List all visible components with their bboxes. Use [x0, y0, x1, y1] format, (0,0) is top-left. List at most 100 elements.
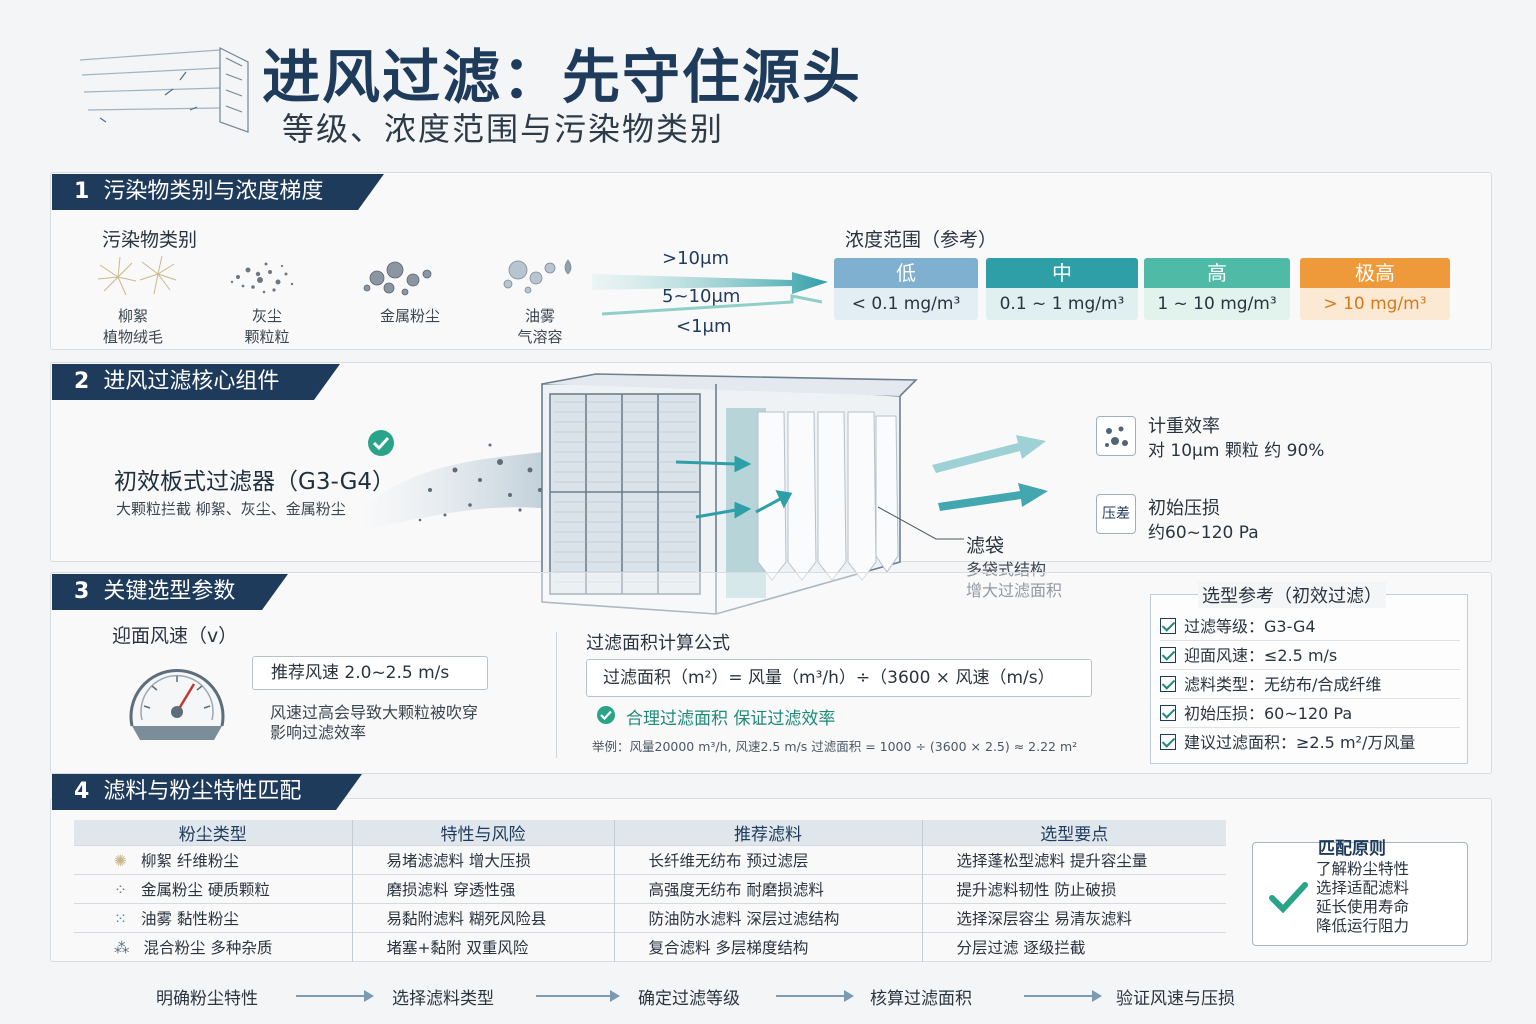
- recommended-velocity: 推荐风速 2.0~2.5 m/s: [252, 656, 488, 690]
- bag-callout-line: [877, 506, 964, 540]
- table-row: ⁂混合粉尘 多种杂质 堵塞+黏附 双重风险 复合滤料 多层梯度结构 分层过滤 逐…: [74, 932, 1226, 962]
- bag-line2: 增大过滤面积: [966, 581, 1063, 600]
- checkbox-icon: [1160, 734, 1176, 750]
- section-2-title: 进风过滤核心组件: [103, 369, 280, 394]
- velocity-label: 迎面风速（v）: [112, 625, 238, 647]
- page-subtitle: 等级、浓度范围与污染物类别: [282, 110, 725, 148]
- level-low: 低 < 0.1 mg/m³: [834, 258, 978, 320]
- fluff-icon: ✺: [114, 852, 127, 870]
- primary-filter-name: 初效板式过滤器（G3-G4）: [114, 469, 396, 495]
- selection-reference-card: [1150, 594, 1468, 764]
- pressure-value: 约60~120 Pa: [1148, 523, 1259, 543]
- pollutant-name: 油雾: [524, 307, 555, 325]
- oil-mist-icon: [488, 250, 588, 302]
- flow-step-2: 选择滤料类型: [392, 989, 494, 1009]
- ref-item: 建议过滤面积：≥2.5 m²/万风量: [1160, 728, 1460, 757]
- ref-item: 过滤等级：G3-G4: [1160, 612, 1460, 641]
- check-icon: [368, 430, 394, 456]
- willow-fluff-icon: [88, 252, 188, 302]
- check-icon: [1269, 882, 1308, 914]
- dust-filter-matrix: 粉尘类型 特性与风险 推荐滤料 选型要点 ✺柳絮 纤维粉尘 易堵滤滤料 增大压损…: [74, 820, 1226, 962]
- principle-item: 了解粉尘特性: [1316, 860, 1410, 878]
- size-label: >10μm: [662, 248, 729, 269]
- ref-item: 初始压损：60~120 Pa: [1160, 699, 1460, 728]
- formula-title: 过滤面积计算公式: [586, 633, 730, 654]
- checkbox-icon: [1160, 618, 1176, 634]
- efficiency-icon: [1096, 416, 1136, 456]
- air-inlet-sketch: [79, 47, 249, 133]
- principle-title: 匹配原则: [1318, 839, 1386, 859]
- flow-step-4: 核算过滤面积: [870, 989, 972, 1009]
- pollutant-desc: 气溶容: [517, 328, 563, 346]
- size-label: 5~10μm: [662, 286, 741, 307]
- pollutant-label: 污染物类别: [102, 229, 198, 251]
- size-label: <1μm: [676, 316, 732, 337]
- pollutant-name: 柳絮: [117, 307, 148, 325]
- level-high: 高 1 ~ 10 mg/m³: [1144, 258, 1290, 320]
- formula-example: 举例：风量20000 m³/h, 风速2.5 m/s 过滤面积 = 1000 ÷…: [592, 739, 1078, 754]
- velocity-warning-2: 影响过滤效率: [270, 723, 367, 742]
- checkbox-icon: [1160, 676, 1176, 692]
- flow-arrow: [536, 990, 620, 1002]
- flow-step-1: 明确粉尘特性: [156, 989, 258, 1009]
- bag-line1: 多袋式结构: [966, 560, 1047, 579]
- section-4-title: 滤料与粉尘特性匹配: [103, 779, 302, 804]
- matching-principle-card: [1252, 842, 1468, 946]
- flow-step-5: 验证风速与压损: [1116, 989, 1235, 1009]
- principle-item: 降低运行阻力: [1316, 917, 1410, 935]
- oil-mist-icon: ⁙: [114, 910, 127, 928]
- velocity-gauge-icon: [129, 669, 225, 740]
- level-medium: 中 0.1 ~ 1 mg/m³: [986, 258, 1138, 320]
- section-3-title: 关键选型参数: [103, 579, 236, 604]
- concentration-levels: 低 < 0.1 mg/m³ 中 0.1 ~ 1 mg/m³ 高 1 ~ 10 m…: [834, 258, 1454, 320]
- pollutant-desc: 植物绒毛: [102, 328, 163, 346]
- flow-arrow: [1024, 990, 1102, 1002]
- dust-particles-icon: [218, 252, 308, 302]
- efficiency-value: 对 10μm 颗粒 约 90%: [1148, 441, 1325, 461]
- divider: [556, 632, 557, 758]
- concentration-label: 浓度范围（参考）: [845, 229, 998, 251]
- principle-list: 了解粉尘特性 选择适配滤料 延长使用寿命 降低运行阻力: [1316, 860, 1409, 936]
- efficiency-title: 计重效率: [1148, 416, 1220, 437]
- size-gradient-arrows: [592, 272, 828, 316]
- formula-note: 合理过滤面积 保证过滤效率: [626, 709, 836, 729]
- column-header: 选型要点: [922, 820, 1226, 846]
- bag-filter-unit-illustration: [541, 373, 918, 615]
- checkbox-icon: [1160, 647, 1176, 663]
- page-title: 进风过滤：先守住源头: [262, 43, 863, 111]
- principle-item: 选择适配滤料: [1316, 879, 1410, 897]
- column-header: 粉尘类型: [74, 820, 353, 846]
- checkbox-icon: [1160, 705, 1176, 721]
- section-1-title: 污染物类别与浓度梯度: [103, 179, 324, 204]
- selection-reference-title: 选型参考（初效过滤）: [1198, 582, 1386, 608]
- flow-arrow: [776, 990, 854, 1002]
- velocity-warning-1: 风速过高会导致大颗粒被吹穿: [270, 703, 479, 722]
- flow-step-3: 确定过滤等级: [638, 989, 740, 1009]
- pressure-title: 初始压损: [1148, 498, 1220, 519]
- principle-item: 延长使用寿命: [1316, 898, 1410, 916]
- pollutant-name: 金属粉尘: [379, 307, 440, 325]
- level-extreme: 极高 > 10 mg/m³: [1300, 258, 1450, 320]
- flow-arrow: [296, 990, 374, 1002]
- column-header: 特性与风险: [352, 820, 615, 846]
- column-header: 推荐滤料: [614, 820, 923, 846]
- metal-dust-icon: [355, 252, 445, 302]
- pollutant-name: 灰尘: [251, 307, 282, 325]
- mixed-dust-icon: ⁂: [114, 939, 130, 958]
- selection-reference-list: 过滤等级：G3-G4 迎面风速：≤2.5 m/s 滤料类型：无纺布/合成纤维 初…: [1160, 612, 1460, 757]
- formula-box: 过滤面积（m²）= 风量（m³/h）÷（3600 × 风速（m/s）: [586, 659, 1092, 697]
- pressure-icon: 压差: [1096, 494, 1136, 534]
- primary-filter-desc: 大颗粒拦截 柳絮、灰尘、金属粉尘: [116, 500, 346, 518]
- clean-air-arrows: [932, 435, 1048, 511]
- table-row: ⁙油雾 黏性粉尘 易黏附滤料 糊死风险县 防油防水滤料 深层过滤结构 选择深层容…: [74, 903, 1226, 933]
- metal-dust-icon: ⁘: [114, 881, 127, 899]
- table-row: ✺柳絮 纤维粉尘 易堵滤滤料 增大压损 长纤维无纺布 预过滤层 选择蓬松型滤料 …: [74, 845, 1226, 875]
- ref-item: 迎面风速：≤2.5 m/s: [1160, 641, 1460, 670]
- particle-stream: [360, 443, 560, 530]
- ref-item: 滤料类型：无纺布/合成纤维: [1160, 670, 1460, 699]
- pollutant-desc: 颗粒粒: [244, 328, 290, 346]
